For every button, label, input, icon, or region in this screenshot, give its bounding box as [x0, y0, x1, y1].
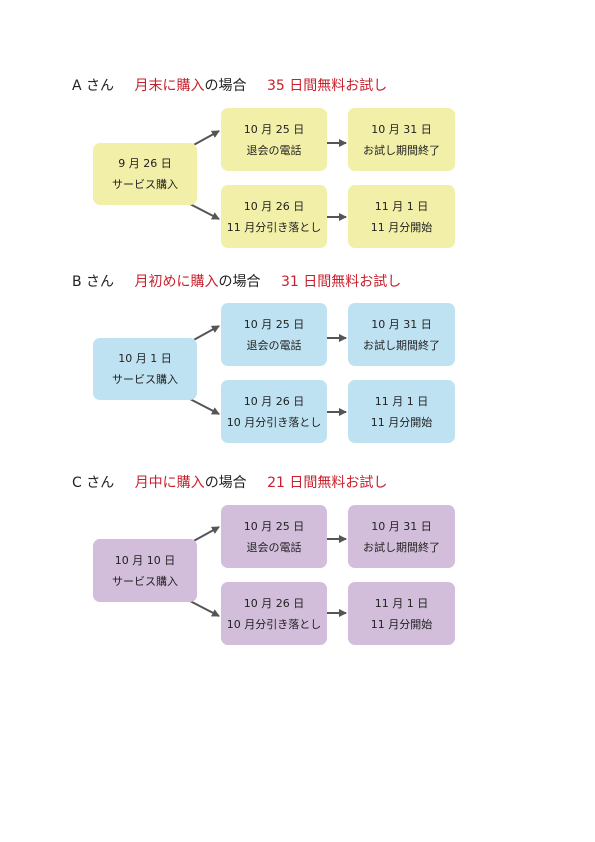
charge-action: 10 月分引き落とし: [226, 617, 322, 631]
trial-end-action: お試し期間終了: [363, 540, 440, 554]
start-action: 11 月分開始: [370, 617, 433, 631]
trial-end-action: お試し期間終了: [363, 143, 440, 157]
purchase-date: 10 月 10 日: [114, 553, 176, 567]
charge-action: 11 月分引き落とし: [226, 220, 322, 234]
trial-end-action: お試し期間終了: [363, 338, 440, 352]
purchase-action: サービス購入: [112, 373, 178, 386]
scenario-a-charge-box: 10 月 26 日 11 月分引き落とし: [221, 185, 327, 248]
cancel-action: 退会の電話: [246, 338, 302, 352]
scenario-b-cancel-box: 10 月 25 日 退会の電話: [221, 303, 327, 366]
scenario-a-person: A さん: [72, 78, 115, 94]
scenario-a-trial-end-box: 10 月 31 日 お試し期間終了: [348, 108, 455, 171]
scenario-a-start-box: 11 月 1 日 11 月分開始: [348, 185, 455, 248]
scenario-b-trial-end-box: 10 月 31 日 お試し期間終了: [348, 303, 455, 366]
scenario-b-purchase-box: 10 月 1 日 サービス購入: [93, 338, 197, 400]
scenario-c-trial-end-box: 10 月 31 日 お試し期間終了: [348, 505, 455, 568]
scenario-a-purchase-box: 9 月 26 日 サービス購入: [93, 143, 197, 205]
start-action: 11 月分開始: [370, 220, 433, 234]
cancel-action: 退会の電話: [246, 143, 302, 157]
arrow-a-purchase-to-charge: [189, 203, 220, 220]
start-action: 11 月分開始: [370, 415, 433, 429]
scenario-b-trial: 31 日間無料お試し: [280, 274, 402, 290]
scenario-c-start-box: 11 月 1 日 11 月分開始: [348, 582, 455, 645]
trial-end-date: 10 月 31 日: [371, 519, 432, 533]
scenario-c-person: C さん: [72, 475, 115, 491]
cancel-date: 10 月 25 日: [243, 122, 305, 136]
charge-date: 10 月 26 日: [243, 394, 305, 408]
purchase-action: サービス購入: [112, 574, 178, 588]
purchase-action: サービス購入: [112, 178, 178, 191]
scenario-c-case: 月中に購入: [134, 475, 205, 491]
cancel-date: 10 月 25 日: [243, 519, 305, 533]
scenario-b-start-box: 11 月 1 日 11 月分開始: [348, 380, 455, 443]
trial-end-date: 10 月 31 日: [371, 122, 432, 136]
scenario-b-person: B さん: [72, 274, 115, 290]
start-date: 11 月 1 日: [374, 596, 429, 610]
scenario-c-heading: C さん 月中に購入の場合 21 日間無料お試し: [72, 474, 387, 492]
scenario-c-charge-box: 10 月 26 日 10 月分引き落とし: [221, 582, 327, 645]
scenario-a-cancel-box: 10 月 25 日 退会の電話: [221, 108, 327, 171]
scenario-c-purchase-box: 10 月 10 日 サービス購入: [93, 539, 197, 602]
arrow-b-purchase-to-charge: [189, 398, 220, 415]
cancel-action: 退会の電話: [246, 540, 302, 554]
arrow-c-purchase-to-charge: [189, 600, 220, 617]
scenario-c-cancel-box: 10 月 25 日 退会の電話: [221, 505, 327, 568]
scenario-b-heading: B さん 月初めに購入の場合 31 日間無料お試し: [72, 273, 401, 291]
scenario-b-charge-box: 10 月 26 日 10 月分引き落とし: [221, 380, 327, 443]
charge-date: 10 月 26 日: [243, 199, 305, 213]
scenario-c-trial: 21 日間無料お試し: [267, 475, 388, 491]
scenario-a-trial: 35 日間無料お試し: [266, 78, 388, 94]
scenario-c-suffix: の場合: [204, 475, 247, 491]
scenario-b-suffix: の場合: [218, 274, 261, 290]
purchase-date: 9 月 26 日: [118, 157, 172, 170]
scenario-a-suffix: の場合: [204, 78, 247, 94]
charge-action: 10 月分引き落とし: [226, 415, 322, 429]
cancel-date: 10 月 25 日: [243, 317, 305, 331]
trial-end-date: 10 月 31 日: [371, 317, 432, 331]
start-date: 11 月 1 日: [374, 394, 429, 408]
scenario-a-heading: A さん 月末に購入の場合 35 日間無料お試し: [72, 77, 387, 95]
purchase-date: 10 月 1 日: [118, 352, 172, 365]
charge-date: 10 月 26 日: [243, 596, 305, 610]
scenario-a-case: 月末に購入: [134, 78, 205, 94]
scenario-b-case: 月初めに購入: [134, 274, 219, 290]
start-date: 11 月 1 日: [374, 199, 429, 213]
